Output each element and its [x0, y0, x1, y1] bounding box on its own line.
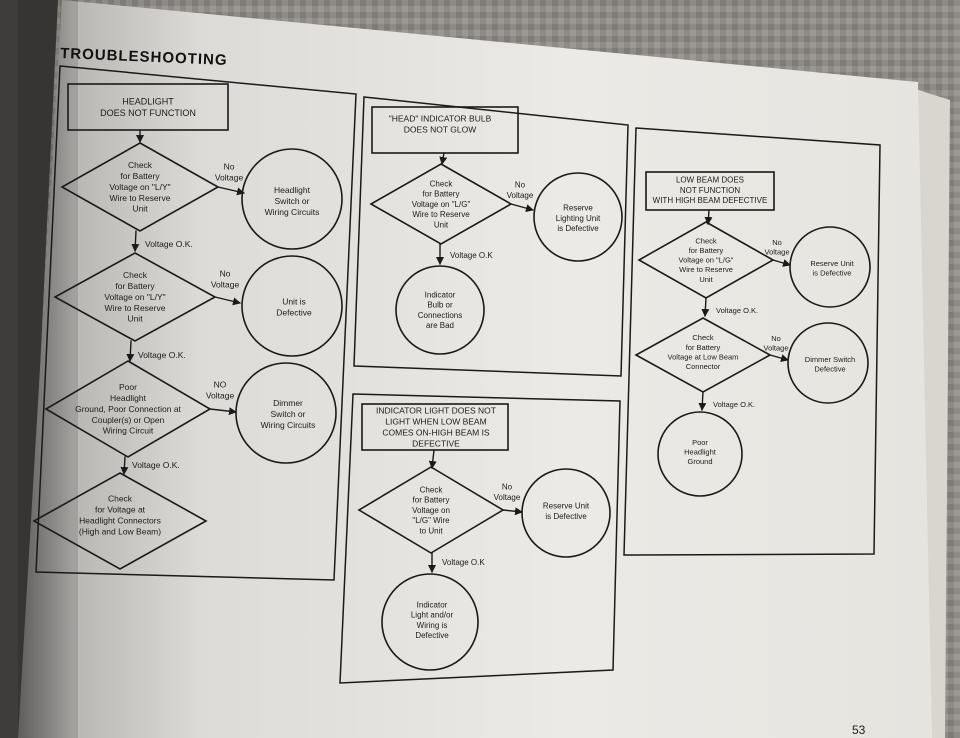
chart2-arrow-no-1 [510, 203, 534, 213]
chart4-yes-label-2: Voltage O.K. [713, 400, 755, 409]
chart4-arrow-3 [698, 391, 707, 411]
chart2-arrow-1 [439, 152, 448, 165]
chart1-frame [35, 65, 357, 581]
chart3-cause-2 [381, 573, 479, 671]
chart4-cause-2 [787, 322, 869, 404]
chart1-arrow-4 [120, 456, 129, 475]
chart4-arrow-1 [704, 209, 713, 225]
chart1-cause-2 [241, 255, 343, 357]
left-page-edge [0, 0, 58, 738]
manual-page [18, 0, 932, 738]
chart1-arrow-2 [131, 230, 140, 252]
chart4-frame [623, 127, 881, 556]
chart2-cause-2 [395, 265, 485, 355]
chart3-arrow-1 [428, 449, 437, 469]
chart3-yes-label-1: Voltage O.K [442, 558, 485, 567]
chart3-cause-1 [521, 468, 611, 558]
chart2-cause-1 [533, 172, 623, 262]
chart2-yes-label-1: Voltage O.K [450, 251, 493, 260]
chart1-arrow-no-2 [214, 296, 241, 306]
chart4-arrow-no-1 [772, 259, 791, 267]
chart1-arrow-no-1 [217, 186, 245, 196]
chart1-start-box [67, 83, 229, 131]
page-number: 53 [852, 723, 866, 737]
chart1-arrow-no-3 [209, 407, 237, 416]
page-title: TROUBLESHOOTING [60, 45, 228, 69]
chart1-yes-label-2: Voltage O.K. [138, 350, 186, 360]
chart2-frame [353, 96, 629, 377]
chart1-arrow-3 [126, 340, 135, 362]
chart3-frame [339, 393, 621, 684]
page-shadow-left [18, 0, 78, 738]
chart4-arrow-no-2 [769, 354, 789, 362]
chart1-decision-1 [60, 142, 220, 232]
chart3-arrow-no-1 [502, 507, 523, 516]
chart1-yes-label-1: Voltage O.K. [145, 239, 193, 249]
chart1-cause-1 [241, 148, 343, 250]
chart4-yes-label-1: Voltage O.K. [716, 306, 758, 315]
chart3-decision-1 [357, 466, 505, 554]
chart1-yes-label-3: Voltage O.K. [132, 460, 180, 470]
chart4-cause-3 [657, 411, 743, 497]
chart1-decision-2 [53, 252, 217, 342]
chart1-decision-4 [32, 472, 208, 570]
chart1-decision-3 [44, 360, 212, 458]
chart1-cause-3 [235, 362, 337, 464]
chart2-start-box [371, 106, 519, 154]
chart4-cause-1 [789, 226, 871, 308]
chart2-decision-1 [369, 163, 513, 245]
chart4-arrow-2 [701, 297, 710, 317]
chart4-start-box [645, 171, 775, 211]
chart3-start-box [361, 403, 509, 451]
